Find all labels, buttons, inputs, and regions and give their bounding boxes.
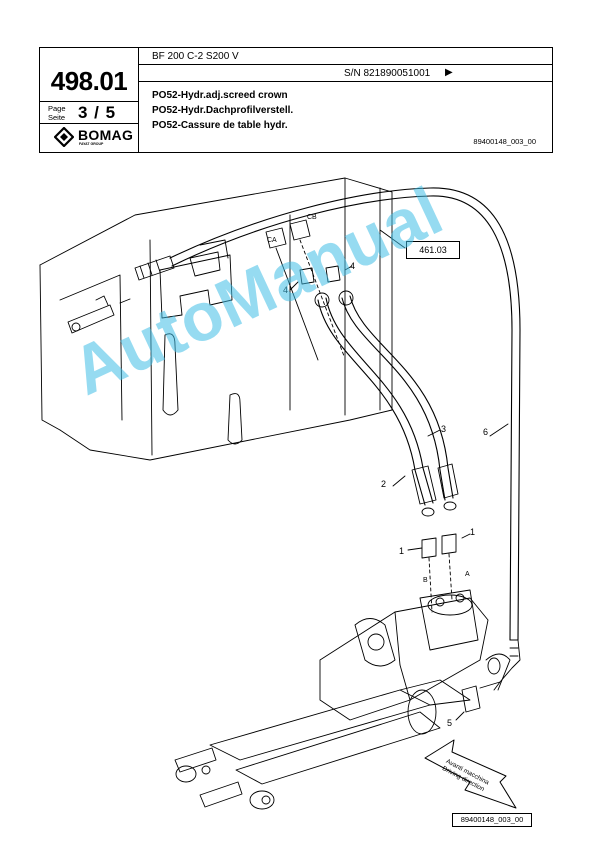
page-id-cell: 498.01 Page Seite 3 / 5 BOMAG FAYAT GROU… <box>40 48 139 152</box>
item-1b: 1 <box>470 527 476 537</box>
bomag-diamond-icon <box>53 126 75 148</box>
page-value: 3 / 5 <box>78 103 117 122</box>
item-1a: 1 <box>399 546 405 556</box>
divider <box>40 101 138 102</box>
model-name: BF 200 C-2 S200 V <box>152 51 239 62</box>
item-2: 2 <box>381 479 387 489</box>
page-label-en: Page <box>48 104 66 113</box>
title-en: PO52-Hydr.adj.screed crown <box>152 90 288 101</box>
bomag-logo: BOMAG FAYAT GROUP <box>53 126 134 148</box>
page-label-de: Seite <box>48 113 66 122</box>
port-a: A <box>465 571 470 578</box>
brand-subtitle: FAYAT GROUP <box>79 142 104 146</box>
title-fr: PO52-Cassure de table hydr. <box>152 120 288 131</box>
title-de: PO52-Hydr.Dachprofilverstell. <box>152 105 294 116</box>
page-number: 498.01 <box>50 66 128 96</box>
serial-row: S/N 821890051001 ▶ <box>138 65 552 82</box>
title-block: PO52-Hydr.adj.screed crown PO52-Hydr.Dac… <box>152 88 293 133</box>
serial-number: S/N 821890051001 <box>344 68 431 79</box>
item-4b: 4 <box>350 261 356 271</box>
item-5: 5 <box>447 718 453 728</box>
footer-doc-code: 89400148_003_00 <box>452 813 532 827</box>
label-ca: CA <box>267 237 277 244</box>
reference-callout: 461.03 <box>406 241 460 259</box>
label-cb: CB <box>307 214 317 221</box>
item-4a: 4 <box>283 285 289 295</box>
divider <box>40 123 138 124</box>
header-block: 498.01 Page Seite 3 / 5 BOMAG FAYAT GROU… <box>39 47 553 153</box>
port-b: B <box>423 577 428 584</box>
brand-name: BOMAG <box>78 127 134 143</box>
serial-arrow-icon: ▶ <box>445 67 453 78</box>
doc-code: 89400148_003_00 <box>473 137 536 146</box>
item-6: 6 <box>483 427 489 437</box>
model-row: BF 200 C-2 S200 V <box>138 48 552 65</box>
page-labels: Page Seite <box>48 104 66 122</box>
item-3: 3 <box>441 424 447 434</box>
